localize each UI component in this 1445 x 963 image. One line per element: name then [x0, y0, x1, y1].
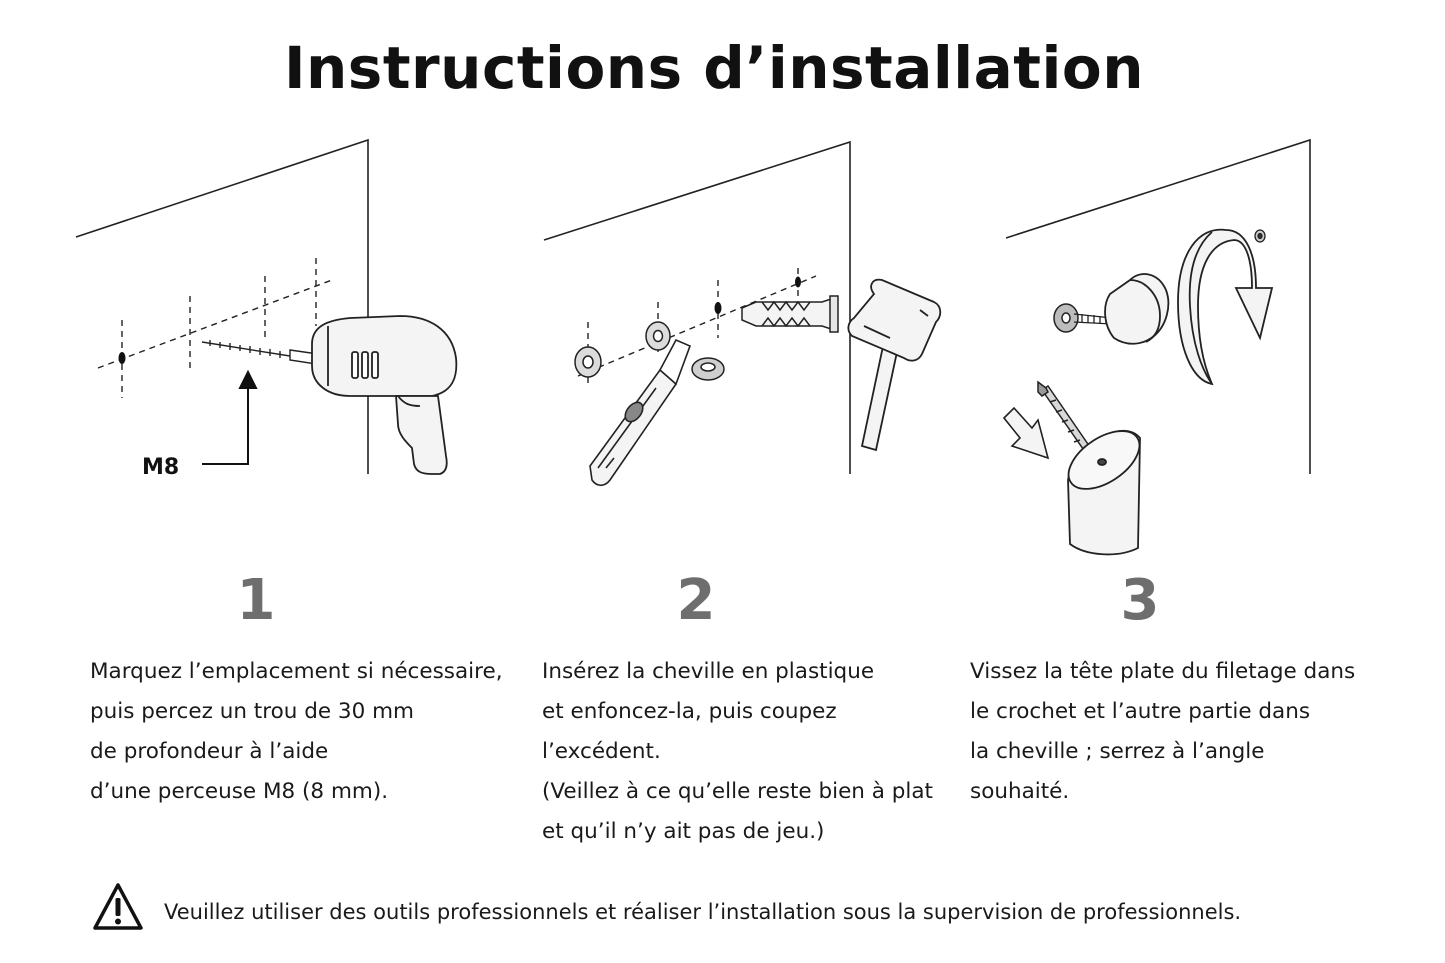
- page-title: Instructions d’installation: [283, 34, 1145, 102]
- hook-head-icon: [1104, 273, 1170, 345]
- step-number: 3: [1120, 568, 1160, 633]
- caption-line: Vissez la tête plate du filetage dans: [970, 659, 1356, 684]
- step-number: 2: [676, 568, 716, 633]
- caption-line: Marquez l’emplacement si nécessaire,: [90, 659, 503, 684]
- utility-knife-icon: [589, 338, 692, 487]
- caption-line: d’une perceuse M8 (8 mm).: [90, 779, 389, 804]
- washer-icon: [691, 357, 725, 381]
- washer-icon: [645, 321, 671, 351]
- step-1-caption: Marquez l’emplacement si nécessaire, pui…: [90, 652, 503, 812]
- step-number: 1: [236, 568, 276, 633]
- step-2-caption: Insérez la cheville en plastique et enfo…: [542, 652, 933, 852]
- caption-line: et qu’il n’y ait pas de jeu.): [542, 819, 825, 844]
- caption-line: le crochet et l’autre partie dans: [970, 699, 1311, 724]
- wall-outline: [1005, 138, 1311, 474]
- caption-line: puis percez un trou de 30 mm: [90, 699, 414, 724]
- caption-line: (Veillez à ce qu’elle reste bien à plat: [542, 779, 933, 804]
- step-3-caption: Vissez la tête plate du filetage dans le…: [970, 652, 1355, 812]
- washer-icon: [1053, 303, 1079, 333]
- rotate-arrow-icon: [1177, 228, 1274, 386]
- caption-line: et enfoncez-la, puis coupez: [542, 699, 837, 724]
- warning-notice: Veuillez utiliser des outils professionn…: [92, 882, 1392, 938]
- step-1-illustration: M8: [75, 138, 458, 480]
- step-3-illustration: [1002, 138, 1311, 556]
- drill-icon: [311, 315, 458, 475]
- drill-bit: [201, 340, 319, 365]
- wall-outline: [543, 140, 851, 474]
- hook-body-icon: [1067, 429, 1141, 556]
- washer-icon: [574, 346, 602, 378]
- caption-line: l’excédent.: [542, 739, 661, 764]
- plastic-anchor-icon: [741, 295, 839, 333]
- drill-hole-mark: [118, 352, 126, 364]
- drill-hole-mark: [795, 276, 801, 288]
- warning-triangle-icon: [93, 883, 143, 930]
- screw-icon: [1037, 380, 1093, 458]
- step-2-illustration: [543, 140, 942, 487]
- marking-lines: [97, 258, 333, 398]
- screw-head-icon: [1254, 229, 1266, 243]
- warning-text: Veuillez utiliser des outils professionn…: [164, 900, 1242, 924]
- drill-hole-mark: [714, 302, 722, 314]
- wall-outline: [75, 138, 369, 474]
- m8-pointer-arrow: [202, 369, 258, 465]
- caption-line: souhaité.: [970, 779, 1070, 804]
- hammer-icon: [847, 278, 942, 452]
- caption-line: Insérez la cheville en plastique: [542, 659, 875, 684]
- m8-label: M8: [142, 455, 179, 480]
- caption-line: la cheville ; serrez à l’angle: [970, 739, 1265, 764]
- direction-arrow-icon: [1002, 406, 1050, 460]
- caption-line: de profondeur à l’aide: [90, 739, 329, 764]
